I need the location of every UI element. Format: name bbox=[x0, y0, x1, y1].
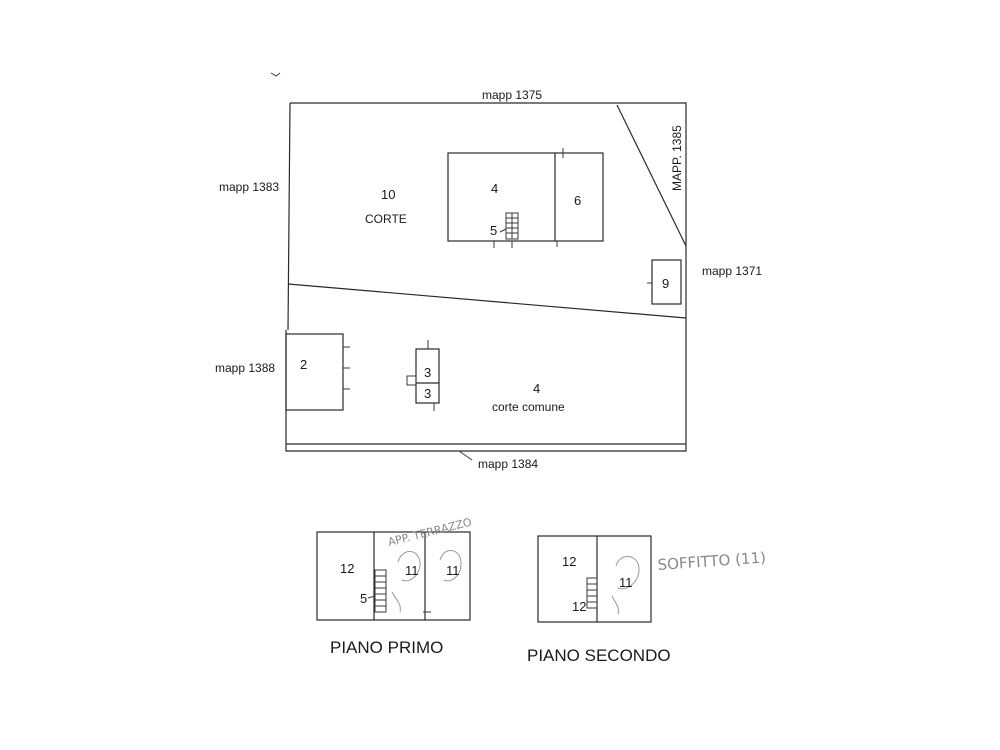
left-building-2 bbox=[285, 333, 344, 411]
courtyard-number: 10 bbox=[381, 187, 395, 202]
neighbor-right-label: mapp 1371 bbox=[702, 264, 762, 278]
second-floor-room-right-number: 11 bbox=[619, 575, 633, 590]
center-unit-small-box bbox=[406, 375, 417, 386]
neighbor-bottom-label: mapp 1384 bbox=[478, 457, 538, 471]
stair-number: 5 bbox=[490, 223, 497, 238]
handwritten-circle bbox=[397, 551, 421, 582]
neighbor-top-label: mapp 1375 bbox=[482, 88, 542, 102]
leader-line bbox=[458, 450, 473, 461]
second-floor-room-left-top-number: 12 bbox=[562, 554, 576, 569]
court-divider-line bbox=[287, 283, 687, 319]
first-floor-outline bbox=[316, 531, 471, 621]
second-floor-handwritten-note: SOFFITTO (11) bbox=[657, 548, 766, 574]
main-building-number: 4 bbox=[491, 181, 498, 196]
small-building-number: 9 bbox=[662, 276, 669, 291]
handwritten-mark bbox=[611, 595, 619, 615]
second-floor-plan: 12 12 11 SOFFITTO (11) PIANO SECONDO bbox=[527, 535, 766, 665]
first-floor-title: PIANO PRIMO bbox=[330, 638, 443, 657]
handwritten-circle bbox=[615, 556, 640, 590]
first-floor-stair-number: 5 bbox=[360, 591, 367, 606]
left-building-number: 2 bbox=[300, 357, 307, 372]
site-plan: mapp 1375 MAPP. 1385 mapp 1383 mapp 1371… bbox=[215, 88, 762, 471]
second-floor-title: PIANO SECONDO bbox=[527, 646, 671, 665]
small-building-9 bbox=[651, 259, 682, 305]
annex-number: 6 bbox=[574, 193, 581, 208]
neighbor-left-lower-label: mapp 1388 bbox=[215, 361, 275, 375]
main-building bbox=[447, 152, 604, 242]
stair-first-floor bbox=[367, 569, 387, 613]
second-floor-outline bbox=[537, 535, 652, 623]
first-floor-room-right-number: 11 bbox=[446, 563, 460, 578]
neighbor-right-vertical-label: MAPP. 1385 bbox=[670, 125, 684, 191]
site-boundary bbox=[285, 102, 687, 452]
diagonal-boundary-line bbox=[616, 104, 687, 247]
common-court-label: corte comune bbox=[492, 400, 565, 414]
center-unit-top-number: 3 bbox=[424, 365, 431, 380]
second-floor-room-left-bottom-number: 12 bbox=[572, 599, 586, 614]
neighbor-left-upper-label: mapp 1383 bbox=[219, 180, 279, 194]
common-court-number: 4 bbox=[533, 381, 540, 396]
first-floor-room-middle-number: 11 bbox=[405, 563, 419, 578]
stray-mark bbox=[270, 72, 281, 77]
courtyard-label: CORTE bbox=[365, 212, 407, 226]
stair-main-building bbox=[499, 212, 519, 240]
first-floor-room-left-number: 12 bbox=[340, 561, 354, 576]
handwritten-circle bbox=[439, 550, 462, 582]
handwritten-mark bbox=[391, 591, 401, 613]
center-unit-bottom-number: 3 bbox=[424, 386, 431, 401]
stair-second-floor bbox=[586, 577, 598, 609]
first-floor-plan: APP. TERRAZZO 12 5 11 11 PIANO PRIMO bbox=[316, 515, 473, 657]
